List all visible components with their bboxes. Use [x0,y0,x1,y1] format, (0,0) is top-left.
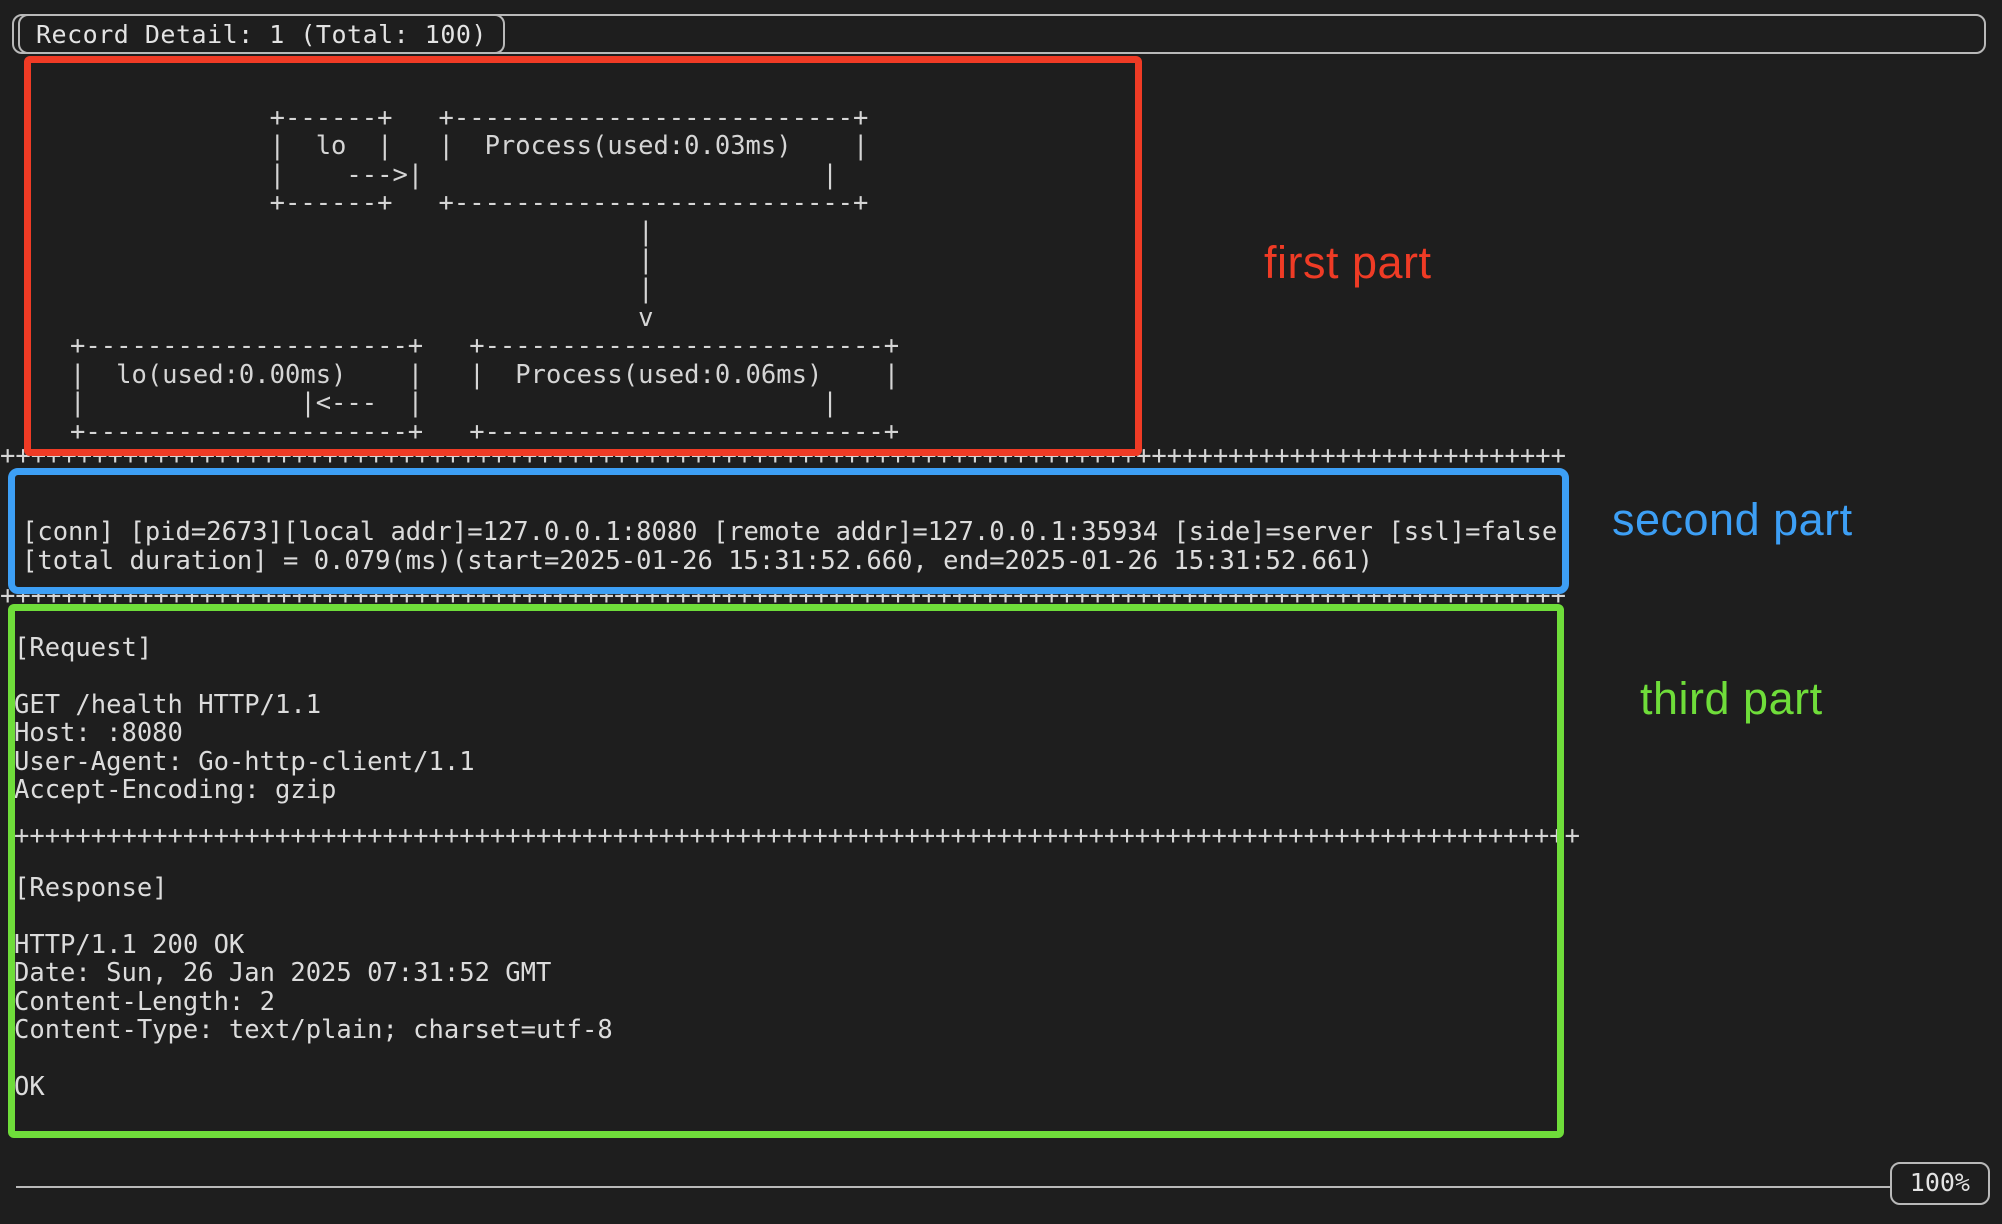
connection-summary-text: [conn] [pid=2673][local addr]=127.0.0.1:… [22,516,1558,576]
separator-rule-2: ++++++++++++++++++++++++++++++++++++++++… [0,583,1566,609]
separator-rule-1: ++++++++++++++++++++++++++++++++++++++++… [0,443,1566,469]
annotation-label-first-part: first part [1264,237,1432,288]
zoom-level-badge[interactable]: 100% [1889,1162,1990,1205]
http-response-text: [Response] HTTP/1.1 200 OK Date: Sun, 26… [14,872,613,1102]
separator-rule-3: ++++++++++++++++++++++++++++++++++++++++… [14,823,1580,849]
record-panel-title: Record Detail: 1 (Total: 100) [18,14,505,54]
annotation-label-second-part: second part [1612,494,1853,545]
connection-topology-diagram: +------+ +--------------------------+ | … [70,102,900,448]
status-bar-divider [16,1186,1966,1188]
annotation-label-third-part: third part [1640,673,1823,724]
http-request-text: [Request] GET /health HTTP/1.1 Host: :80… [14,632,475,805]
